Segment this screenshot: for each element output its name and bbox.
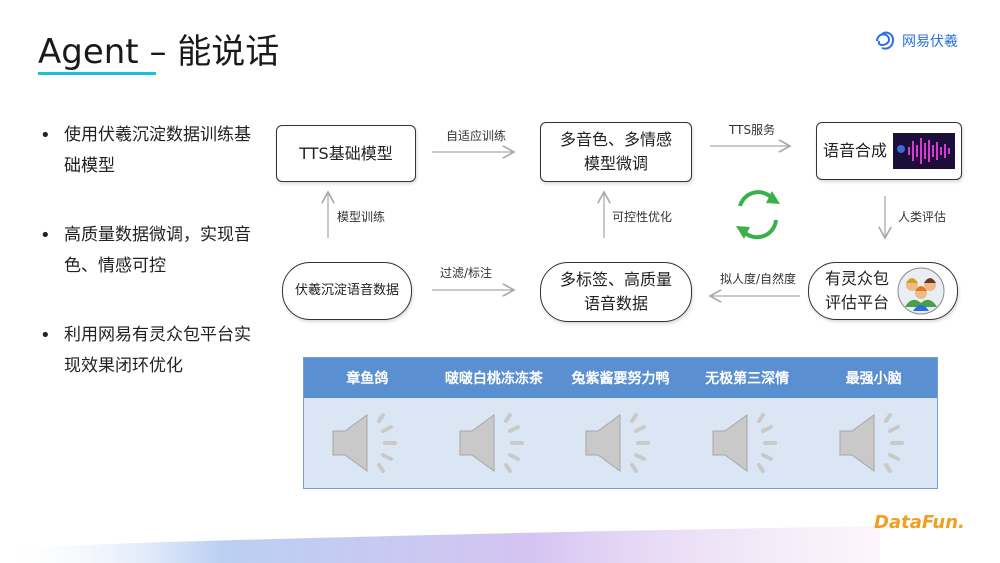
- datafun-logo: DataFun.: [874, 512, 965, 533]
- table-header-cell: 无极第三深情: [705, 371, 790, 387]
- edge-label-controllability: 可控性优化: [612, 210, 673, 224]
- bullet-text: 高质量数据微调，实现音色、情感可控: [64, 225, 251, 276]
- brand-logo: 网易伏羲: [872, 30, 958, 52]
- table-cell: [557, 398, 684, 488]
- title-underline: [38, 72, 156, 75]
- bullet-list: •使用伏羲沉淀数据训练基础模型 •高质量数据微调，实现音色、情感可控 •利用网易…: [40, 120, 260, 420]
- bullet-text: 使用伏羲沉淀数据训练基础模型: [64, 125, 251, 176]
- speaker-icon[interactable]: [454, 405, 534, 481]
- logo-text: 网易伏羲: [902, 34, 958, 50]
- node-fuxi-data: 伏羲沉淀语音数据: [282, 262, 412, 320]
- speaker-icon[interactable]: [327, 405, 407, 481]
- edge-label-adaptive: 自适应训练: [446, 129, 507, 143]
- table-header-cell: 兔紫酱要努力鸭: [571, 371, 670, 387]
- node-multi-label: 多标签、高质量 语音数据: [540, 262, 692, 322]
- voice-sample-table: 章鱼鸽 啵啵白桃冻冻茶 兔紫酱要努力鸭 无极第三深情 最强小脑: [303, 357, 938, 489]
- bullet-item: •利用网易有灵众包平台实现效果闭环优化: [40, 320, 260, 382]
- table-cell: [684, 398, 811, 488]
- edge-label-filter: 过滤/标注: [440, 266, 493, 280]
- bullet-item: •使用伏羲沉淀数据训练基础模型: [40, 120, 260, 182]
- bullet-text: 利用网易有灵众包平台实现效果闭环优化: [64, 325, 251, 376]
- node-label: 伏羲沉淀语音数据: [294, 283, 399, 298]
- speaker-icon[interactable]: [580, 405, 660, 481]
- edge-label-model-training: 模型训练: [337, 210, 386, 224]
- node-label-line: 多音色、多情感: [559, 130, 672, 149]
- table-header-row: 章鱼鸽 啵啵白桃冻冻茶 兔紫酱要努力鸭 无极第三深情 最强小脑: [304, 358, 937, 398]
- people-group-icon: [897, 267, 945, 315]
- node-label-line: 有灵众包: [825, 269, 890, 288]
- table-header-cell: 最强小脑: [845, 371, 902, 387]
- node-crowd: 有灵众包 评估平台: [808, 262, 958, 320]
- edge-label-tts-service: TTS服务: [729, 123, 776, 137]
- fuxi-logo-icon: [876, 31, 895, 50]
- node-label: 语音合成: [823, 141, 888, 160]
- node-label-line: 语音数据: [583, 294, 648, 313]
- cycle-icon: [736, 190, 780, 240]
- table-header-cell: 章鱼鸽: [346, 371, 389, 387]
- edge-label-human-eval: 人类评估: [898, 210, 947, 224]
- node-label-line: 模型微调: [583, 154, 648, 173]
- page-title: Agent – 能说话: [38, 32, 280, 72]
- footer-gradient-bar: [0, 526, 880, 563]
- node-label-line: 评估平台: [825, 293, 890, 312]
- node-synthesis: 语音合成: [816, 122, 962, 180]
- node-label-line: 多标签、高质量: [559, 270, 672, 289]
- speaker-icon[interactable]: [834, 405, 914, 481]
- table-header-cell: 啵啵白桃冻冻茶: [444, 371, 543, 387]
- table-cell: [810, 398, 937, 488]
- edge-label-naturalness: 拟人度/自然度: [720, 272, 797, 286]
- table-row: [304, 398, 937, 488]
- node-tts-base: TTS基础模型: [276, 125, 416, 182]
- table-cell: [304, 398, 431, 488]
- node-multi-tone: 多音色、多情感 模型微调: [540, 122, 692, 182]
- node-label: TTS基础模型: [299, 143, 393, 163]
- voice-waveform-icon: [893, 133, 956, 169]
- table-cell: [431, 398, 558, 488]
- bullet-item: •高质量数据微调，实现音色、情感可控: [40, 220, 260, 282]
- speaker-icon[interactable]: [707, 405, 787, 481]
